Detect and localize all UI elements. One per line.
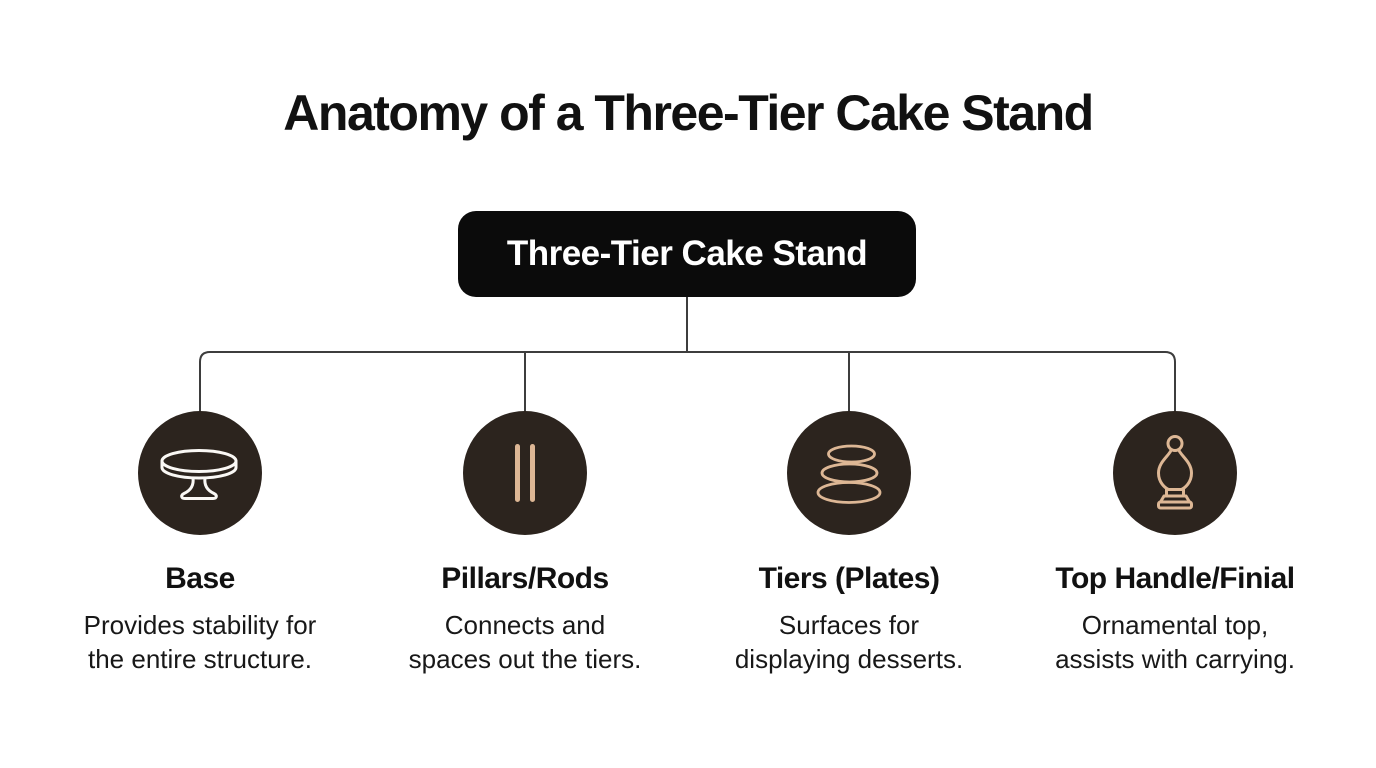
page-title: Anatomy of a Three-Tier Cake Stand — [283, 85, 1094, 141]
pillars-icon-circle — [463, 411, 587, 535]
node-description-tiers: Surfaces for displaying desserts. — [734, 610, 964, 674]
node-base: Base Provides stability for the entire s… — [35, 411, 365, 676]
node-description-finial: Ornamental top, assists with carrying. — [1055, 610, 1295, 674]
node-heading-pillars: Pillars/Rods — [441, 562, 609, 595]
node-heading-tiers: Tiers (Plates) — [758, 562, 940, 595]
finial-icon-circle — [1113, 411, 1237, 535]
root-node-label: Three-Tier Cake Stand — [506, 234, 868, 273]
stacked-tiers-icon — [816, 444, 882, 504]
node-heading-base: Base — [165, 562, 235, 595]
node-description-pillars: Connects and spaces out the tiers. — [408, 610, 642, 674]
node-pillars-rods: Pillars/Rods Connects and spaces out the… — [360, 411, 690, 676]
finial-icon — [1157, 435, 1193, 510]
root-node-three-tier-cake-stand: Three-Tier Cake Stand — [458, 211, 916, 297]
node-tiers-plates: Tiers (Plates) Surfaces for displaying d… — [684, 411, 1014, 676]
node-description-base: Provides stability for the entire struct… — [83, 610, 317, 674]
node-top-handle-finial: Top Handle/Finial Ornamental top, assist… — [1010, 411, 1340, 676]
pillars-rods-icon — [515, 444, 535, 502]
tiers-icon-circle — [787, 411, 911, 535]
cake-stand-base-icon — [160, 449, 238, 500]
base-icon-circle — [138, 411, 262, 535]
node-heading-finial: Top Handle/Finial — [1055, 562, 1295, 595]
